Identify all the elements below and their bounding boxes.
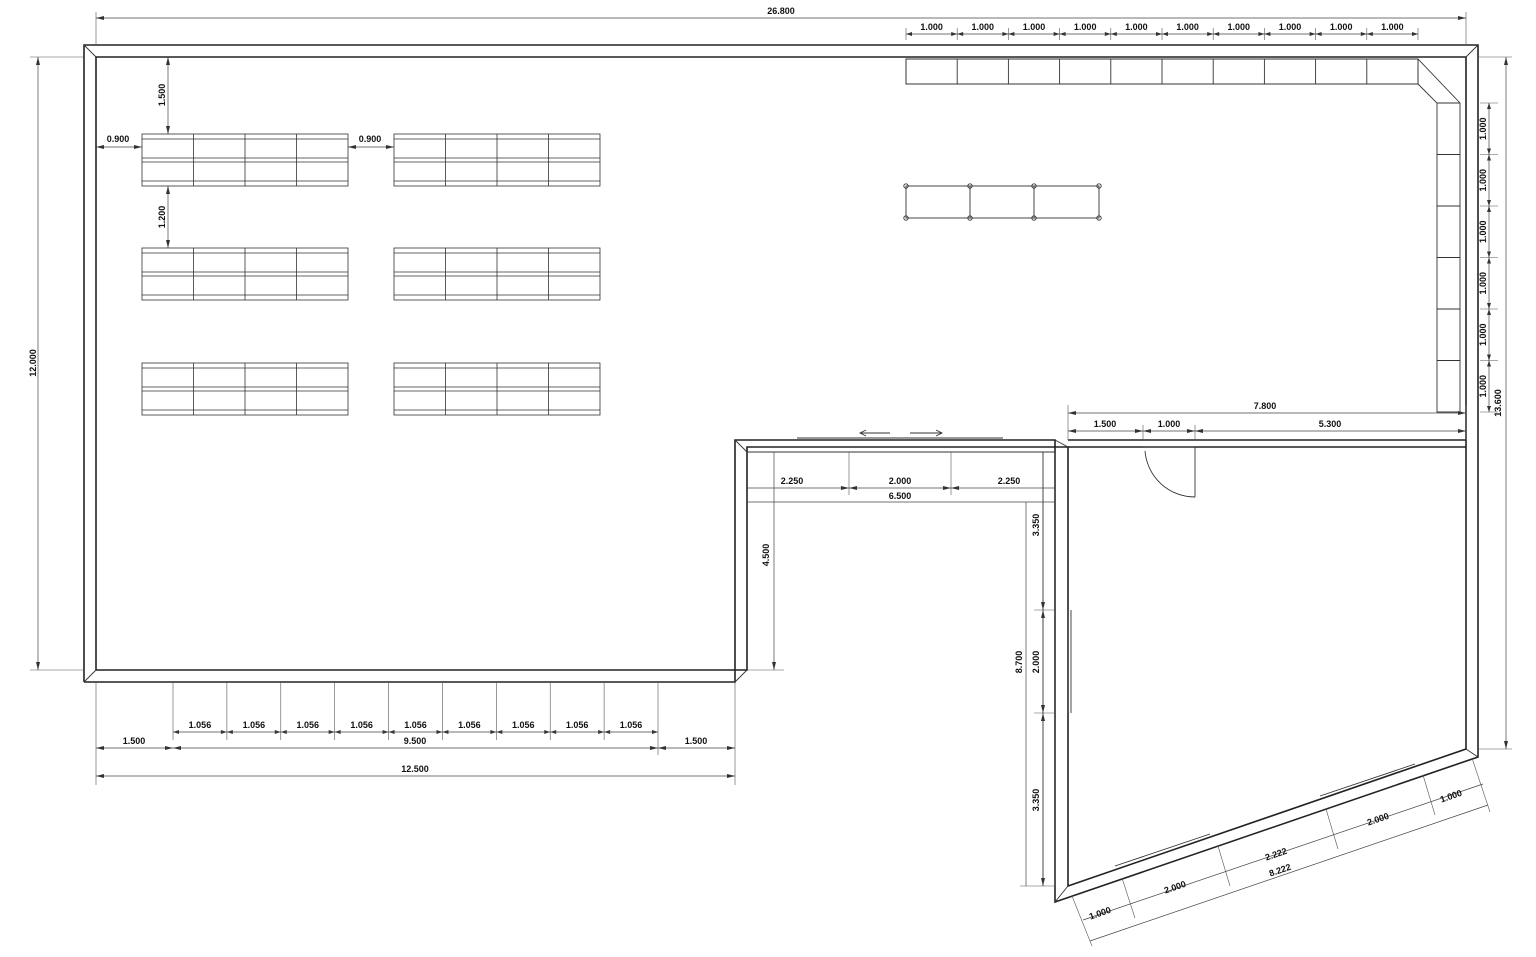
dim-room-right: 5.300	[1319, 419, 1342, 429]
dim-right-module: 1.000	[1478, 323, 1488, 346]
dim-room-left: 1.500	[1094, 419, 1117, 429]
dim-right-height: 13.600	[1493, 389, 1503, 417]
dim-top-module: 1.000	[1125, 22, 1148, 32]
dim-vert-upper: 3.350	[1031, 514, 1041, 537]
dim-bottom-module: 1.056	[404, 720, 427, 730]
shelf-unit	[393, 247, 601, 301]
dim-bottom-module: 1.056	[243, 720, 266, 730]
dim-vert-lower: 3.350	[1031, 789, 1041, 812]
dim-vert-opening: 2.000	[1031, 651, 1041, 674]
dim-top-module: 1.000	[1330, 22, 1353, 32]
dim-diag-a: 1.000	[1088, 905, 1113, 922]
dim-right-module: 1.000	[1478, 117, 1488, 140]
shelf-unit	[393, 133, 601, 187]
shelf-unit	[141, 362, 349, 416]
dim-right-module: 1.000	[1478, 169, 1488, 192]
shelf-unit	[141, 247, 349, 301]
dim-overall-width: 26.800	[767, 6, 795, 16]
display-table	[903, 183, 1102, 221]
dim-shelf-vertical: 1.200	[157, 206, 167, 229]
dim-bottom-right: 1.500	[685, 736, 708, 746]
dim-vert-total: 8.700	[1014, 651, 1024, 674]
dim-alcove-left: 2.250	[781, 476, 804, 486]
dim-bottom-module: 1.056	[296, 720, 319, 730]
dim-bottom-module: 1.056	[620, 720, 643, 730]
dim-top-module: 1.000	[1381, 22, 1404, 32]
diagonal-dims: 1.000 2.000 2.222 8.222 2.000 1.000	[1071, 757, 1491, 947]
dim-room-door: 1.000	[1158, 419, 1181, 429]
dim-top-module: 1.000	[1228, 22, 1251, 32]
dim-bottom-total: 12.500	[401, 764, 429, 774]
dim-top-module: 1.000	[1074, 22, 1097, 32]
dim-diag-e: 1.000	[1439, 788, 1464, 805]
dim-top-module: 1.000	[1176, 22, 1199, 32]
shelving-units	[141, 133, 601, 416]
dim-top-module: 1.000	[1023, 22, 1046, 32]
dim-alcove-mid: 2.000	[889, 476, 912, 486]
dim-bottom-module: 1.056	[566, 720, 589, 730]
shelf-unit	[393, 362, 601, 416]
dim-alcove-depth: 4.500	[761, 544, 771, 567]
shelf-unit	[141, 133, 349, 187]
dim-shelf-gap-mid: 0.900	[359, 134, 382, 144]
dim-alcove-right: 2.250	[998, 476, 1021, 486]
dim-diag-c: 2.222	[1264, 846, 1289, 863]
dim-alcove-total: 6.500	[889, 491, 912, 501]
dim-overall-height: 12.000	[28, 349, 38, 377]
dim-top-module: 1.000	[920, 22, 943, 32]
dim-bottom-module: 1.056	[189, 720, 212, 730]
dim-right-module: 1.000	[1478, 272, 1488, 295]
dim-diag-b: 2.000	[1163, 879, 1188, 896]
dim-bottom-mid: 9.500	[404, 736, 427, 746]
dim-bottom-module: 1.056	[512, 720, 535, 730]
dim-top-module: 1.000	[1279, 22, 1302, 32]
dim-right-module: 1.000	[1478, 375, 1488, 398]
dim-diag-d: 2.000	[1366, 811, 1391, 828]
dim-top-module: 1.000	[972, 22, 995, 32]
walls	[83, 44, 1479, 904]
outer-wall	[83, 44, 1479, 904]
dim-bottom-module: 1.056	[458, 720, 481, 730]
dim-shelf-gap-left: 0.900	[107, 134, 130, 144]
dim-room-width: 7.800	[1254, 401, 1277, 411]
dim-shelf-top: 1.500	[157, 84, 167, 107]
door	[1143, 446, 1196, 498]
dim-bottom-left: 1.500	[123, 736, 146, 746]
dim-right-module: 1.000	[1478, 220, 1488, 243]
l-counter	[905, 58, 1461, 413]
dim-bottom-module: 1.056	[350, 720, 373, 730]
